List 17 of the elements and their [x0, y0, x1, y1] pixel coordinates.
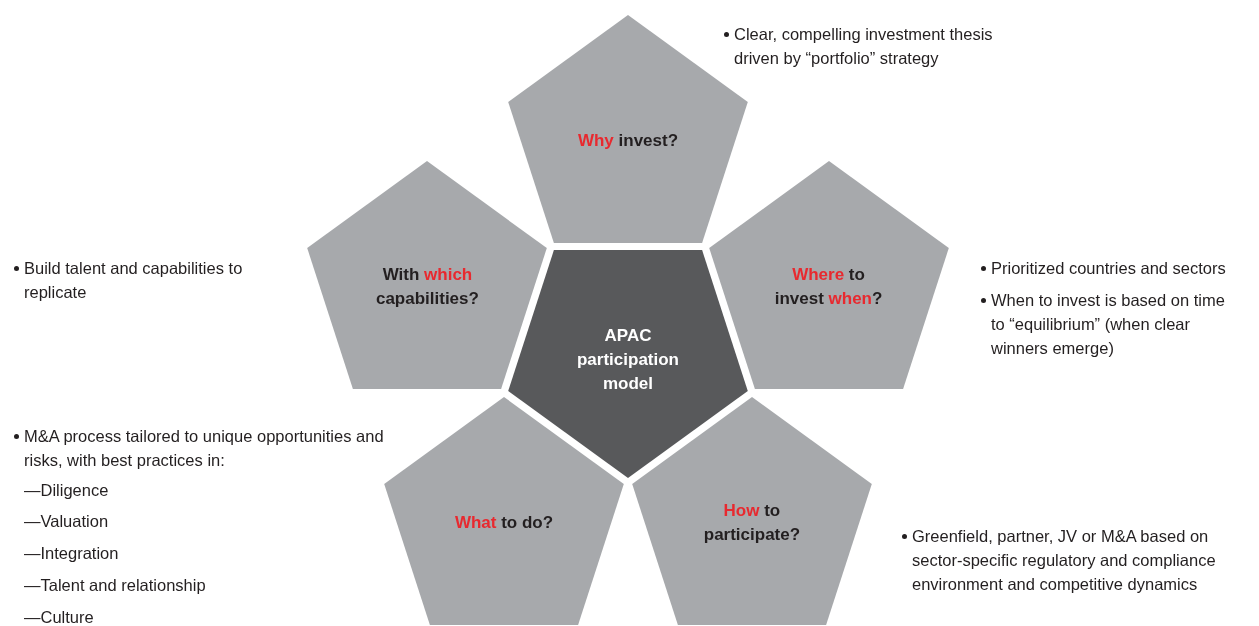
- bullet-text: —Culture: [24, 607, 95, 626]
- pentagon-label: Why invest?: [576, 130, 680, 153]
- pentagon-label: APAC participation model: [576, 325, 680, 395]
- pentagon-label: With which capabilities?: [374, 263, 480, 310]
- bullet-text: —Valuation: [24, 511, 110, 532]
- bullet-text: Build talent and capabilities to replicate: [24, 258, 244, 303]
- pentagon-label: What to do?: [453, 511, 555, 534]
- bullet-text: —Diligence: [24, 480, 110, 501]
- bullet-text: Prioritized countries and sectors: [991, 258, 1227, 279]
- bullet-text: Clear, compelling investment thesis driven by “portfolio” strategy: [734, 24, 994, 69]
- bullet-text: —Integration: [24, 543, 120, 564]
- pentagon-label: How to participate?: [702, 499, 802, 546]
- bullet-text: When to invest is based on time to “equilibrium” (when clear winners emerge): [991, 290, 1226, 359]
- bullet-text: —Talent and relationship: [24, 575, 207, 596]
- bullet-text: M&A process tailored to unique opportunities and risks, with best practices in:: [24, 426, 385, 471]
- bullet-text: Greenfield, partner, JV or M&A based on sector-specific regulatory and compliance environment and competitive dynamics: [912, 526, 1217, 595]
- pentagon-label: Where to invest when?: [773, 263, 884, 310]
